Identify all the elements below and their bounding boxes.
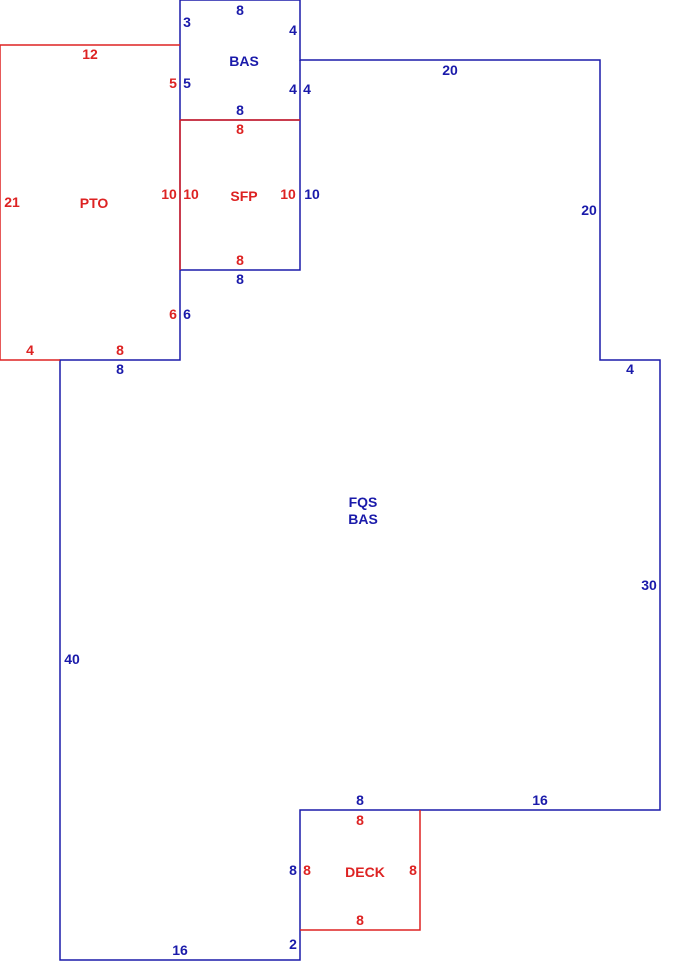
dim-main-left-top: 6 — [183, 306, 191, 322]
dim-pto-right-mid: 10 — [161, 186, 177, 202]
dim-deck-top-blue: 8 — [356, 792, 364, 808]
red-outlines — [0, 44, 421, 931]
dim-main-step: 4 — [626, 361, 634, 377]
dim-main-bottom-jog: 2 — [289, 936, 297, 952]
area-label-sfp: SFP — [230, 188, 257, 204]
dim-deck-right: 8 — [409, 862, 417, 878]
pto-outline — [0, 44, 180, 361]
dim-main-right-upper: 20 — [581, 202, 597, 218]
dim-bas-left: 3 — [183, 14, 191, 30]
dim-sfp-right-blue: 10 — [304, 186, 320, 202]
sfp-blue-sides — [180, 60, 301, 271]
dim-pto-left: 21 — [4, 194, 20, 210]
dim-pto-bottom-right: 8 — [116, 342, 124, 358]
dim-pto-right: 5 — [169, 75, 177, 91]
dim-main-left: 40 — [64, 651, 80, 667]
dim-sfp-bottom-blue: 8 — [236, 271, 244, 287]
dim-deck-left-red: 8 — [303, 862, 311, 878]
dim-deck-bottom: 8 — [356, 912, 364, 928]
dim-bas-right-upper: 4 — [289, 22, 297, 38]
dim-main-bas-right: 4 — [303, 81, 311, 97]
dim-main-bottom-right: 16 — [532, 792, 548, 808]
dim-main-right-lower: 30 — [641, 577, 657, 593]
dim-sfp-left: 10 — [183, 186, 199, 202]
dim-main-bottom-left: 16 — [172, 942, 188, 958]
dim-sfp-right-red: 10 — [280, 186, 296, 202]
deck-outline — [300, 810, 421, 931]
dim-pto-top: 12 — [82, 46, 98, 62]
dim-deck-left-blue: 8 — [289, 862, 297, 878]
dim-sfp-bottom-red: 8 — [236, 252, 244, 268]
dim-main-top-right: 20 — [442, 62, 458, 78]
dim-sfp-top: 8 — [236, 121, 244, 137]
dim-bas-right-lower: 4 — [289, 81, 297, 97]
dim-pto-right-lower: 6 — [169, 306, 177, 322]
dim-bas-top: 8 — [236, 2, 244, 18]
area-label-main-bas: BAS — [348, 511, 378, 527]
area-label-bas-upper: BAS — [229, 53, 259, 69]
dim-deck-top-red: 8 — [356, 812, 364, 828]
area-label-main-fqs: FQS — [349, 494, 378, 510]
area-label-pto: PTO — [80, 195, 109, 211]
dim-bas-bottom: 8 — [236, 102, 244, 118]
dim-main-left-top-bottom: 8 — [116, 361, 124, 377]
area-label-deck: DECK — [345, 864, 385, 880]
dim-bas-inner-left: 5 — [183, 75, 191, 91]
dim-pto-bottom-left: 4 — [26, 342, 34, 358]
